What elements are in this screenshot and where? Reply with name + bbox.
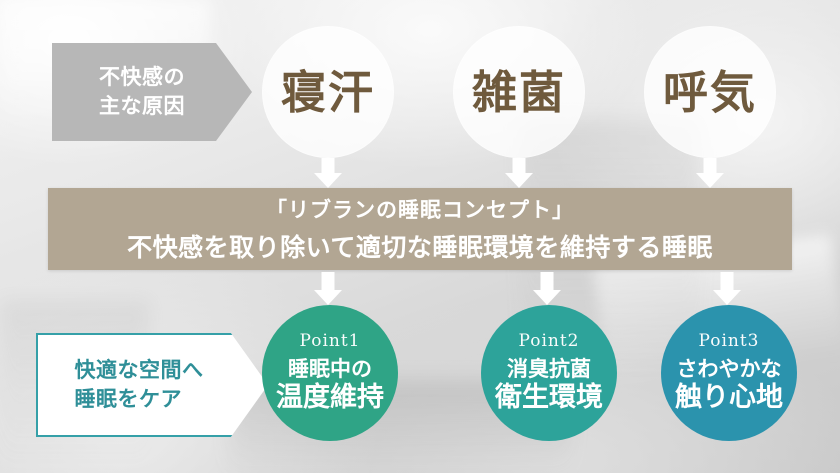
cause-circle-2: 雑菌 — [453, 26, 585, 158]
care-label-chevron: 快適な空間へ 睡眠をケア — [36, 333, 268, 437]
cause-circle-1: 寝汗 — [262, 26, 394, 158]
point-3-label: Point3 — [698, 331, 760, 352]
point-1-line-1: 睡眠中の — [288, 356, 372, 382]
cause-label-text: 不快感の 主な原因 — [99, 64, 185, 118]
point-1-label: Point1 — [299, 331, 361, 352]
point-3-line-2: 触り心地 — [675, 382, 783, 414]
cause-circle-2-text: 雑菌 — [471, 65, 566, 119]
cause-circle-3: 呼気 — [644, 26, 776, 158]
point-circle-1: Point1 睡眠中の 温度維持 — [262, 305, 398, 441]
care-label-text: 快適な空間へ 睡眠をケア — [74, 357, 204, 411]
point-1-line-2: 温度維持 — [276, 382, 384, 414]
point-circle-2: Point2 消臭抗菌 衛生環境 — [481, 305, 617, 441]
point-3-line-1: さわやかな — [676, 356, 782, 382]
concept-band: 「リブランの睡眠コンセプト」 不快感を取り除いて適切な睡眠環境を維持する睡眠 — [48, 188, 792, 270]
cause-circle-3-text: 呼気 — [662, 65, 757, 119]
cause-label-chevron: 不快感の 主な原因 — [52, 43, 252, 141]
point-2-line-2: 衛生環境 — [495, 382, 603, 414]
concept-line-2: 不快感を取り除いて適切な睡眠環境を維持する睡眠 — [127, 233, 713, 262]
concept-line-1: 「リブランの睡眠コンセプト」 — [266, 197, 574, 222]
point-2-line-1: 消臭抗菌 — [507, 356, 591, 382]
cause-circle-1-text: 寝汗 — [280, 65, 375, 119]
point-2-label: Point2 — [518, 331, 580, 352]
point-circle-3: Point3 さわやかな 触り心地 — [661, 305, 797, 441]
